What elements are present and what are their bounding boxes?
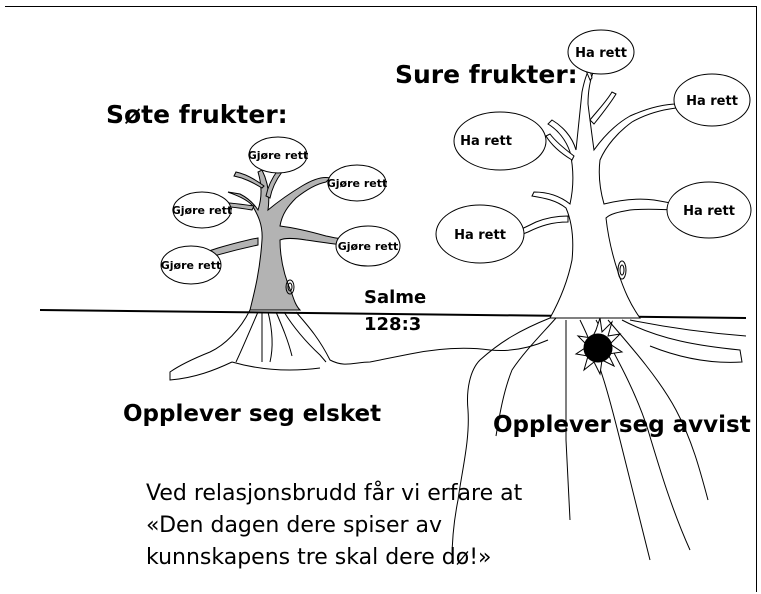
sweet-tree-roots xyxy=(170,310,548,380)
caption-line-1: Ved relasjonsbrudd får vi erfare at xyxy=(146,478,522,510)
sour-root-label: Opplever seg avvist xyxy=(493,412,751,438)
reference-line-1: Salme xyxy=(364,287,426,308)
sour-heading: Sure frukter: xyxy=(395,60,578,89)
sweet-fruit-1: Gjøre rett xyxy=(248,149,308,162)
reference-line-2: 128:3 xyxy=(364,314,421,335)
sweet-root-label: Opplever seg elsket xyxy=(123,401,381,427)
sour-fruit-3: Ha rett xyxy=(460,134,512,149)
sweet-fruit-5: Gjøre rett xyxy=(161,259,221,272)
sweet-heading: Søte frukter: xyxy=(106,100,288,129)
sweet-fruit-3: Gjøre rett xyxy=(172,204,232,217)
sour-tree xyxy=(498,54,684,318)
sweet-fruit-2: Gjøre rett xyxy=(327,177,387,190)
sweet-fruit-4: Gjøre rett xyxy=(338,240,398,253)
caption-line-3: kunnskapens tre skal dere dø!» xyxy=(146,542,522,574)
caption-line-2: «Den dagen dere spiser av xyxy=(146,510,522,542)
caption: Ved relasjonsbrudd får vi erfare at «Den… xyxy=(146,478,522,574)
sour-fruit-1: Ha rett xyxy=(575,46,627,61)
sour-fruit-4: Ha rett xyxy=(683,204,735,219)
sweet-tree xyxy=(184,170,352,310)
sour-tree-knot xyxy=(618,261,626,279)
sour-fruit-5: Ha rett xyxy=(454,228,506,243)
sour-fruit-2: Ha rett xyxy=(686,94,738,109)
